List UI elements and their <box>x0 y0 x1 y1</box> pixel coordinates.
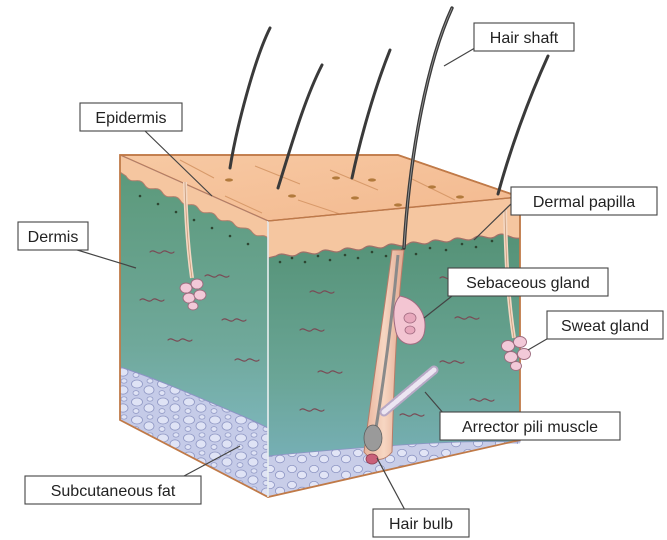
label-dermis: Dermis <box>18 222 136 268</box>
label-epidermis-text: Epidermis <box>95 110 166 127</box>
label-hair-bulb-text: Hair bulb <box>389 516 453 533</box>
hair-bulb-papilla <box>366 454 378 464</box>
label-sweat-gland-text: Sweat gland <box>561 318 649 335</box>
label-subcutaneous-fat-text: Subcutaneous fat <box>51 483 176 500</box>
label-hair-shaft: Hair shaft <box>444 23 574 66</box>
label-arrector-pili-muscle-text: Arrector pili muscle <box>462 419 598 436</box>
label-sebaceous-gland-text: Sebaceous gland <box>466 275 590 292</box>
label-dermal-papilla-text: Dermal papilla <box>533 194 635 211</box>
label-hair-shaft-text: Hair shaft <box>490 30 559 47</box>
label-dermis-text: Dermis <box>28 229 79 246</box>
label-sweat-gland: Sweat gland <box>528 311 663 350</box>
